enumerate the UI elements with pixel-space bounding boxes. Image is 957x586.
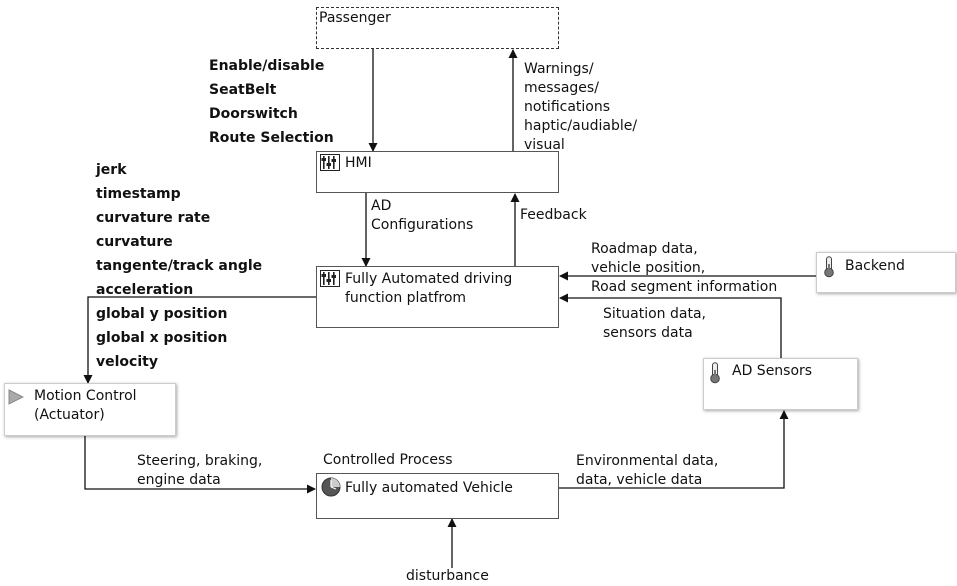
- label-controlled-process: Controlled Process: [323, 452, 453, 468]
- thermometer-icon: [710, 362, 720, 384]
- label-hmi-to-passenger: Warnings/ messages/ notifications haptic…: [524, 61, 638, 153]
- label-backend-to-platform: Roadmap data, vehicle position, Road seg…: [591, 241, 778, 295]
- label-vehicle-to-sensors: Environmental data, data, vehicle data: [576, 453, 719, 488]
- clock-icon: [321, 477, 341, 497]
- label-hmi-to-platform: AD Configurations: [371, 198, 474, 233]
- arrow-vehicle-to-sensors: [559, 410, 789, 489]
- vehicle-title: Fully automated Vehicle: [345, 480, 513, 496]
- label-sensors-to-platform: Situation data, sensors data: [603, 306, 706, 341]
- hmi-title: HMI: [345, 155, 372, 171]
- label-feedback: Feedback: [520, 207, 587, 223]
- arrow-sensors-to-platform: [559, 293, 782, 358]
- ad-sensors-title: AD Sensors: [732, 363, 813, 379]
- backend-title: Backend: [845, 258, 905, 274]
- motion-control-title: Motion Control (Actuator): [34, 388, 137, 423]
- arrow-motion-to-vehicle: [84, 436, 316, 494]
- backend-node: [816, 252, 956, 293]
- label-disturbance: disturbance: [406, 568, 489, 584]
- panel-icon: [320, 270, 340, 287]
- passenger-title: Passenger: [319, 10, 391, 26]
- label-passenger-to-hmi: Enable/disable SeatBelt Doorswitch Route…: [209, 58, 334, 146]
- thermometer-icon: [824, 256, 834, 278]
- platform-node: [316, 266, 559, 328]
- hmi-node: [316, 151, 559, 193]
- label-motion-to-vehicle: Steering, braking, engine data: [137, 453, 263, 488]
- vehicle-node: [316, 473, 559, 519]
- platform-title: Fully Automated driving function platfro…: [345, 271, 513, 306]
- arrow-platform-to-motion: [83, 296, 316, 384]
- play-triangle-icon: [8, 389, 24, 405]
- passenger-node: [316, 7, 559, 49]
- ad-sensors-node: [703, 358, 858, 410]
- motion-control-node: [4, 383, 176, 436]
- panel-icon: [320, 154, 340, 171]
- label-platform-to-motion: jerk timestamp curvature rate curvature …: [96, 162, 263, 370]
